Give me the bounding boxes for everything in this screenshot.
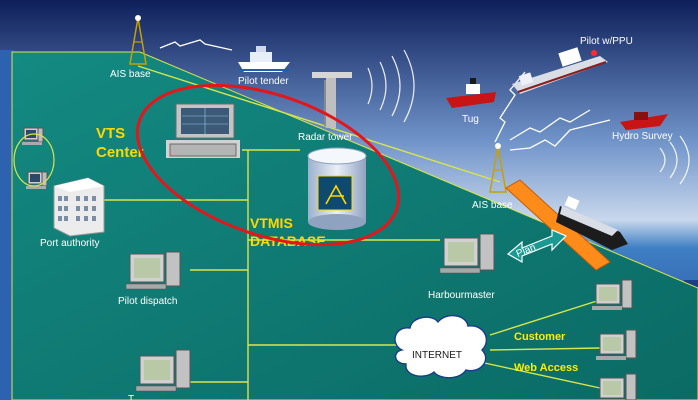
hydro-survey-boat	[620, 112, 668, 130]
pilot-dispatch-computer	[125, 251, 181, 290]
customer-computer-1	[592, 279, 633, 310]
harbourmaster-label: Harbourmaster	[428, 290, 495, 301]
bottom-left-label-partial: T	[128, 394, 134, 400]
port-authority-label: Port authority	[40, 238, 99, 249]
pilot-tender-label: Pilot tender	[238, 76, 289, 87]
sea-left-strip	[0, 50, 14, 400]
vtmis-database-cylinder	[307, 147, 367, 230]
radar-tower-label: Radar tower	[298, 132, 353, 143]
ais-base-tower-top	[129, 15, 147, 65]
harbourmaster-computer	[439, 233, 495, 274]
vts-center-console	[166, 103, 240, 158]
pilot-tender-boat	[238, 46, 290, 72]
vtmis-database-title-line1: VTMIS	[250, 215, 293, 231]
vts-center-title-line1: VTS	[96, 125, 125, 142]
jetty	[505, 179, 611, 271]
hydro-survey-label: Hydro Survey	[612, 131, 673, 142]
tanker-ship	[556, 195, 628, 250]
ais-base-right-label: AIS base	[472, 200, 513, 211]
link-bolts	[159, 39, 611, 151]
customer-computer-3	[599, 373, 637, 400]
radar-tower	[312, 72, 352, 128]
plan-arrow-icon	[506, 229, 568, 264]
tug-boat	[446, 78, 496, 108]
internet-cloud	[394, 315, 487, 379]
vts-highlight-ellipse	[135, 83, 401, 247]
customer-label: Customer	[514, 331, 566, 343]
pilot-ppu-label: Pilot w/PPU	[580, 36, 633, 47]
internet-label: INTERNET	[412, 350, 462, 361]
customer-computer-2	[596, 329, 637, 360]
web-access-label: Web Access	[514, 362, 578, 374]
port-authority-building	[53, 177, 105, 237]
ppu-marker-icon	[591, 50, 597, 56]
vts-center-title-line2: Center	[96, 144, 144, 161]
port-authority-lan-loop	[13, 133, 55, 187]
pilot-dispatch-label: Pilot dispatch	[118, 296, 177, 307]
ais-base-top-label: AIS base	[110, 69, 151, 80]
radio-waves	[367, 49, 690, 185]
pilot-ppu-ship	[512, 47, 608, 94]
port-authority-computer-bottom	[26, 171, 48, 189]
ais-base-tower-right	[489, 143, 507, 193]
tug-label: Tug	[462, 114, 479, 125]
bottom-left-computer	[135, 349, 191, 392]
